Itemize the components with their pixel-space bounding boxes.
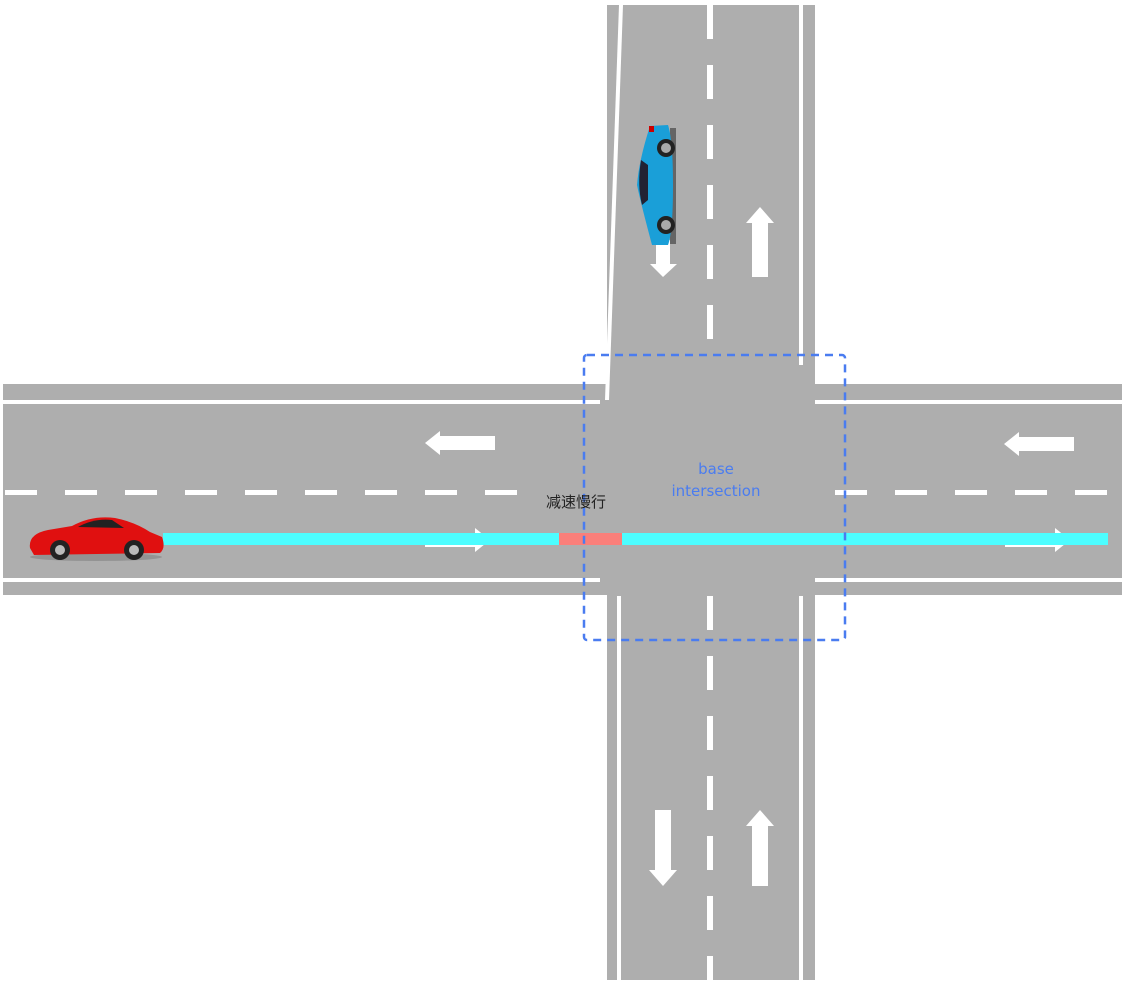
slowdown-segment — [559, 533, 622, 545]
lane-dash — [305, 490, 337, 495]
lane-dash — [707, 716, 713, 750]
zone-label-line1: base — [698, 460, 734, 478]
lane-dash — [955, 490, 987, 495]
horizontal-road — [3, 384, 1122, 595]
zone-label: base intersection — [656, 458, 776, 502]
lane-dash — [707, 896, 713, 930]
lane-dash — [707, 305, 713, 339]
arrow-down-icon — [649, 810, 677, 886]
zone-label-line2: intersection — [671, 482, 761, 500]
lane-dash — [707, 65, 713, 99]
lane-dash — [895, 490, 927, 495]
lane-dash — [707, 656, 713, 690]
lane-dash — [707, 5, 713, 39]
lane-dash — [65, 490, 97, 495]
red-car-icon — [29, 517, 164, 561]
lane-dash — [425, 490, 457, 495]
lane-dash — [365, 490, 397, 495]
arrow-up-icon — [746, 207, 774, 277]
lane-dash — [835, 490, 867, 495]
blue-car-icon — [637, 125, 676, 245]
lane-dash — [1075, 490, 1107, 495]
arrow-up-icon — [746, 810, 774, 886]
vertical-center-dashes — [707, 5, 713, 983]
lane-dash — [125, 490, 157, 495]
lane-dash — [707, 245, 713, 279]
lane-dash — [707, 185, 713, 219]
base-intersection-zone — [582, 353, 847, 642]
lane-dash — [1015, 490, 1047, 495]
lane-dash — [707, 836, 713, 870]
lane-edge-lines — [3, 5, 1122, 980]
lane-dash — [707, 596, 713, 630]
lane-dash — [185, 490, 217, 495]
slow-down-warning: 减速慢行 — [546, 493, 607, 511]
horizontal-center-dashes — [5, 490, 1107, 495]
lane-dash — [485, 490, 517, 495]
lane-dash — [707, 956, 713, 983]
planned-path — [163, 533, 1108, 545]
arrow-down-icon — [650, 240, 677, 277]
lane-dash — [5, 490, 37, 495]
arrow-left-icon — [425, 431, 495, 455]
lane-dash — [707, 776, 713, 810]
lane-dash — [707, 125, 713, 159]
lane-dash — [245, 490, 277, 495]
arrow-left-icon — [1004, 432, 1074, 456]
